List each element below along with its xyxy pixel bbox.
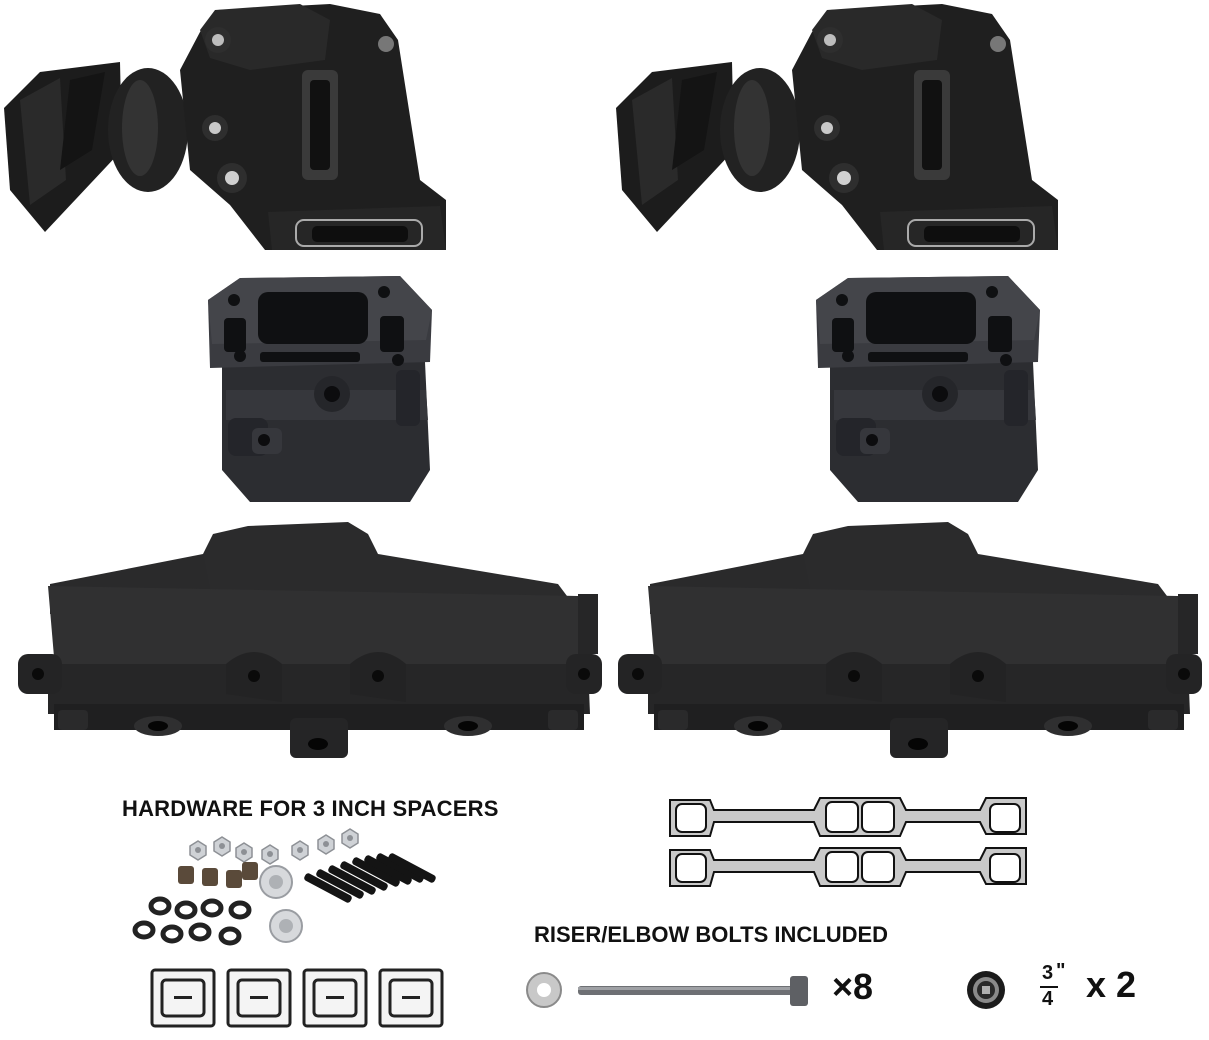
fitting-frac-num: 3 xyxy=(1042,962,1054,984)
fitting-frac-den: 4 xyxy=(1042,988,1054,1010)
pipe-plug-fitting xyxy=(967,971,1005,1009)
bolt-quantity: ×8 xyxy=(832,966,874,1007)
fitting-quantity: x 2 xyxy=(1086,964,1137,1005)
riser-spacer-left xyxy=(208,276,432,502)
fitting-size: 3 " 4 xyxy=(1040,960,1070,1012)
exhaust-manifold-left xyxy=(18,522,602,758)
manifold-gaskets xyxy=(669,797,1027,887)
fitting-inch-mark: " xyxy=(1056,960,1066,982)
riser-spacer-right xyxy=(816,276,1040,502)
exhaust-elbow-left xyxy=(4,4,446,250)
bolts-title: RISER/ELBOW BOLTS INCLUDED xyxy=(534,922,889,947)
exhaust-elbow-right xyxy=(616,4,1058,250)
hardware-kit xyxy=(132,828,436,946)
hardware-title: HARDWARE FOR 3 INCH SPACERS xyxy=(122,796,499,821)
riser-bolt xyxy=(526,972,808,1008)
spacer-gaskets xyxy=(150,968,444,1028)
exhaust-manifold-right xyxy=(618,522,1202,758)
